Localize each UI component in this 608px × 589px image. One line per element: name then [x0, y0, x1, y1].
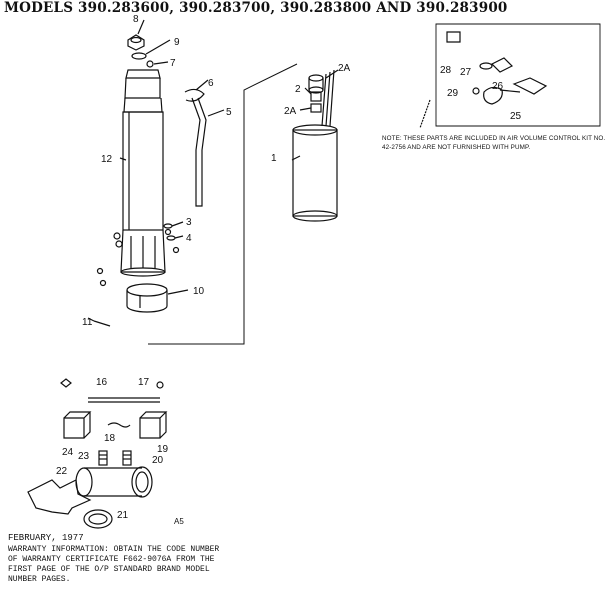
part-15-nut [60, 378, 72, 388]
callout-19: 19 [157, 444, 169, 455]
callout-25: 25 [510, 111, 522, 122]
callout-7: 7 [170, 58, 176, 69]
callout-8: 8 [133, 14, 139, 25]
part-7-oring [146, 60, 154, 68]
part-9-washer [131, 52, 147, 60]
callout-23: 23 [78, 451, 90, 462]
callout-5: 5 [226, 107, 232, 118]
callout-20: 20 [152, 455, 164, 466]
part-16-rod [88, 397, 160, 403]
part-10-coupling [126, 283, 168, 313]
callout-11: 11 [82, 317, 93, 328]
air-volume-control-kit [435, 23, 601, 127]
callout-26: 26 [492, 81, 504, 92]
part-2-lead [310, 91, 322, 102]
part-11-screw [93, 320, 111, 327]
callout-2a-top: 2A [338, 63, 351, 74]
callout-12: 12 [101, 154, 113, 165]
part-21-screen [83, 509, 113, 529]
callout-3: 3 [186, 217, 192, 228]
part-5-cable-guard [191, 97, 207, 207]
part-6-clip [184, 88, 205, 102]
part-19-block [139, 411, 168, 439]
part-20-valve-body [75, 466, 153, 498]
callout-2: 2 [295, 84, 301, 95]
callout-2a-mid: 2A [284, 106, 297, 117]
plate-number: A5 [174, 517, 184, 526]
callout-28: 28 [440, 65, 452, 76]
warranty-information: WARRANTY INFORMATION: OBTAIN THE CODE NU… [8, 545, 220, 584]
part-22-spider [27, 479, 92, 515]
callout-16: 16 [96, 377, 108, 388]
part-24-block [63, 411, 92, 439]
callout-4: 4 [186, 233, 192, 244]
callout-29: 29 [447, 88, 459, 99]
part-8-cap-nut [127, 34, 145, 51]
callout-24: 24 [62, 447, 74, 458]
part-17-washer [156, 381, 164, 389]
part-3-screw [163, 223, 173, 229]
part-1-motor [292, 124, 338, 222]
page-title: MODELS 390.283600, 390.283700, 390.28380… [4, 0, 508, 16]
part-12-pump-body [120, 69, 166, 277]
publication-date: FEBRUARY, 1977 [8, 533, 84, 543]
callout-17: 17 [138, 377, 150, 388]
callout-10: 10 [193, 286, 205, 297]
callout-21: 21 [117, 510, 129, 521]
part-23-spring-b [122, 450, 132, 466]
part-18-spring [107, 422, 131, 428]
callout-18: 18 [104, 433, 116, 444]
part-2a-lead-top [308, 74, 324, 94]
callout-1: 1 [271, 153, 277, 164]
callout-9: 9 [174, 37, 180, 48]
callout-22: 22 [56, 466, 68, 477]
callout-27: 27 [460, 67, 472, 78]
part-23-spring [98, 450, 108, 466]
part-2a-lead-mid [310, 103, 322, 113]
part-4-screw [166, 235, 176, 241]
callout-6: 6 [208, 78, 214, 89]
kit-note: NOTE: THESE PARTS ARE INCLUDED IN AIR VO… [382, 135, 606, 151]
